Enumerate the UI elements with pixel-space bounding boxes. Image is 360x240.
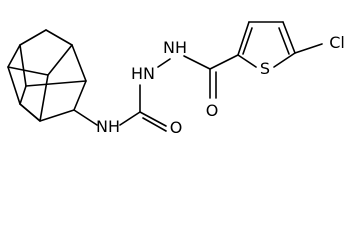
- bond: [39, 74, 49, 122]
- bond: [7, 66, 21, 105]
- atom-label: NH: [96, 117, 120, 136]
- atom-s-thiophene: S: [260, 59, 270, 78]
- bond: [7, 66, 49, 76]
- bond: [237, 21, 250, 56]
- bond: [47, 44, 73, 76]
- thiophene-ring: [237, 21, 296, 68]
- bond: [278, 27, 290, 55]
- atom-o-carbonyl: O: [206, 101, 219, 120]
- atom-nh-amide: NH: [96, 117, 120, 136]
- atom-nh-hydrazine: NH: [163, 38, 187, 57]
- bond: [119, 111, 141, 126]
- bond: [19, 29, 47, 46]
- bond: [294, 43, 323, 54]
- atom-o-urea: O: [170, 118, 183, 137]
- bond: [237, 54, 257, 68]
- adamantane-cage: [7, 29, 87, 122]
- bond: [71, 44, 87, 82]
- bond: [242, 27, 253, 55]
- bond: [73, 109, 98, 126]
- bond: [19, 44, 27, 87]
- bond: [273, 52, 296, 68]
- bond: [19, 85, 27, 105]
- bond: [139, 111, 167, 127]
- chemical-structure: NH O HN NH O S Cl: [7, 21, 345, 137]
- bond: [209, 54, 239, 70]
- bond: [73, 80, 87, 111]
- bond: [25, 80, 87, 87]
- bond: [19, 103, 41, 122]
- bond: [282, 21, 296, 54]
- bond: [7, 44, 21, 68]
- bond: [39, 109, 75, 122]
- atom-hn-hydrazine: HN: [131, 64, 155, 83]
- bond: [183, 55, 211, 70]
- bond: [142, 117, 167, 132]
- bond: [157, 58, 171, 68]
- bond: [45, 29, 73, 46]
- atom-cl: Cl: [329, 33, 345, 52]
